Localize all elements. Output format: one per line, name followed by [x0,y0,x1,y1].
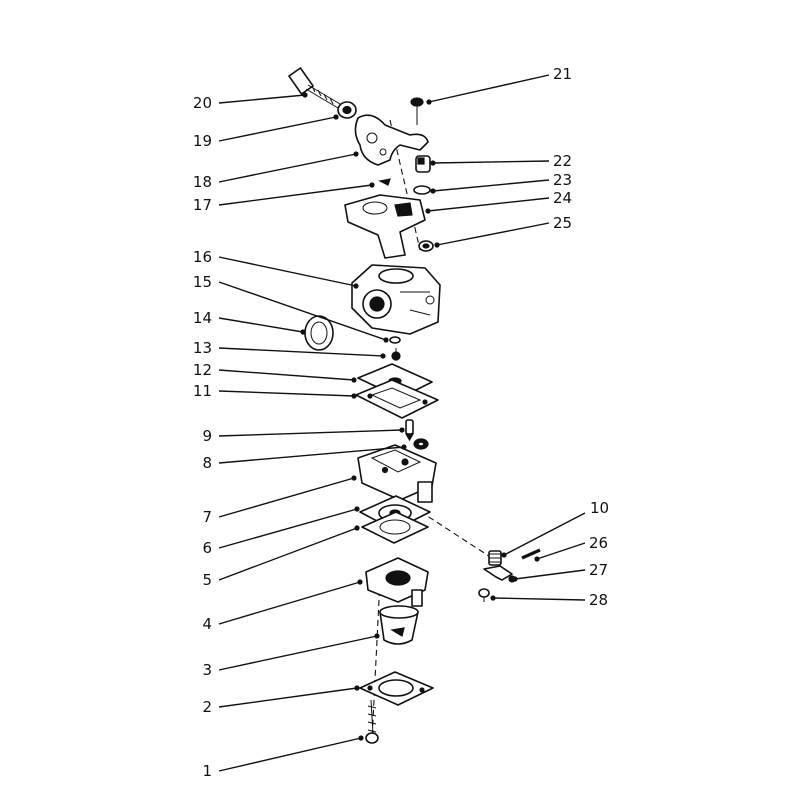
part-18-throttle-lever [354,114,429,166]
part-2-cover-plate [359,671,434,706]
label-20: 20 [193,94,212,112]
label-16: 16 [193,248,212,266]
part-28-screw [478,588,490,602]
part-25-nut [418,240,434,252]
label-28: 28 [589,591,608,609]
label-13: 13 [193,339,212,357]
label-11: 11 [193,382,212,400]
label-4: 4 [202,615,212,633]
part-8-disk [413,438,429,450]
part-4-pump-body [365,557,429,607]
part-19-spring [337,101,357,119]
part-3-cup [379,605,419,645]
label-5: 5 [202,571,212,589]
part-24-throttle-body [344,194,426,259]
label-19: 19 [193,132,212,150]
part-23-washer [413,185,431,195]
leader-lines [218,74,586,772]
label-22: 22 [553,152,572,170]
part-10-spring [488,550,502,566]
label-14: 14 [193,309,212,327]
label-6: 6 [202,539,212,557]
label-15: 15 [193,273,212,291]
label-1: 1 [202,762,212,780]
label-21: 21 [553,65,572,83]
part-13-needle [391,348,401,361]
label-25: 25 [553,214,572,232]
part-21-screw [410,97,424,125]
part-17-clip [378,178,391,186]
part-15-o-ring [389,336,401,344]
label-27: 27 [589,561,608,579]
label-18: 18 [193,173,212,191]
part-5-gasket [361,511,429,544]
label-8: 8 [202,454,212,472]
part-1-screw [365,699,379,744]
label-10: 10 [590,499,609,517]
part-11-diaphragm [355,379,439,419]
part-16-carburetor-body [351,264,441,335]
part-7-metering-body [357,444,437,503]
label-17: 17 [193,196,212,214]
label-2: 2 [202,698,212,716]
label-23: 23 [553,171,572,189]
part-26-pin [521,548,541,560]
label-26: 26 [589,534,608,552]
part-20-throttle-stop-screw [288,67,341,109]
part-metering-lever [483,565,513,581]
assembly-axis-bottom [371,579,381,741]
label-7: 7 [202,508,212,526]
part-9-inlet-needle [404,419,415,442]
part-14-inlet-gasket [304,315,334,351]
label-3: 3 [202,661,212,679]
label-24: 24 [553,189,572,207]
label-12: 12 [193,361,212,379]
part-22-shaft-cap [415,155,431,173]
part-number-labels: 1 2 3 4 5 6 7 8 9 10 11 12 13 14 15 16 1… [193,65,609,780]
label-9: 9 [202,427,212,445]
